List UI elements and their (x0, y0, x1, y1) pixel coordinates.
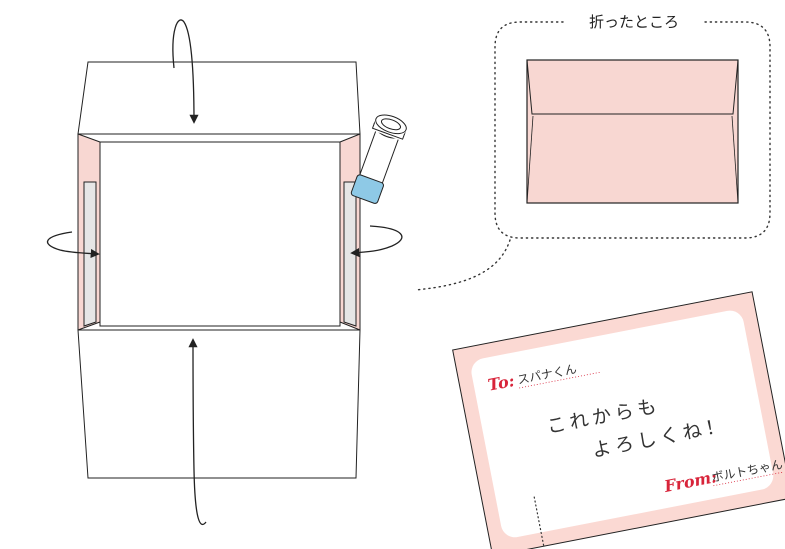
unfolded-sheet (77, 61, 361, 479)
top-fold-arrow-icon (172, 19, 199, 124)
bottom-flap (77, 329, 361, 479)
card-fold-guide (533, 496, 545, 547)
bubble-caption: 折ったところ (589, 13, 679, 31)
message-card: To: スパナくん これからも よろしくね！ From: ボルトちゃん (452, 291, 785, 549)
top-flap (77, 61, 361, 135)
center-panel (99, 141, 341, 327)
folded-envelope (526, 59, 739, 204)
fold-arrows (46, 19, 403, 526)
right-side-flap (343, 181, 357, 327)
thought-bubble: 折ったところ (414, 13, 771, 291)
card-from-underline (713, 471, 785, 487)
left-fold-arrow-icon (46, 231, 100, 259)
glue-stick-icon (350, 114, 407, 204)
right-fold-arrow-icon (350, 225, 403, 258)
card-to-label: To: (486, 371, 516, 395)
bottom-fold-arrow-icon (188, 338, 207, 526)
